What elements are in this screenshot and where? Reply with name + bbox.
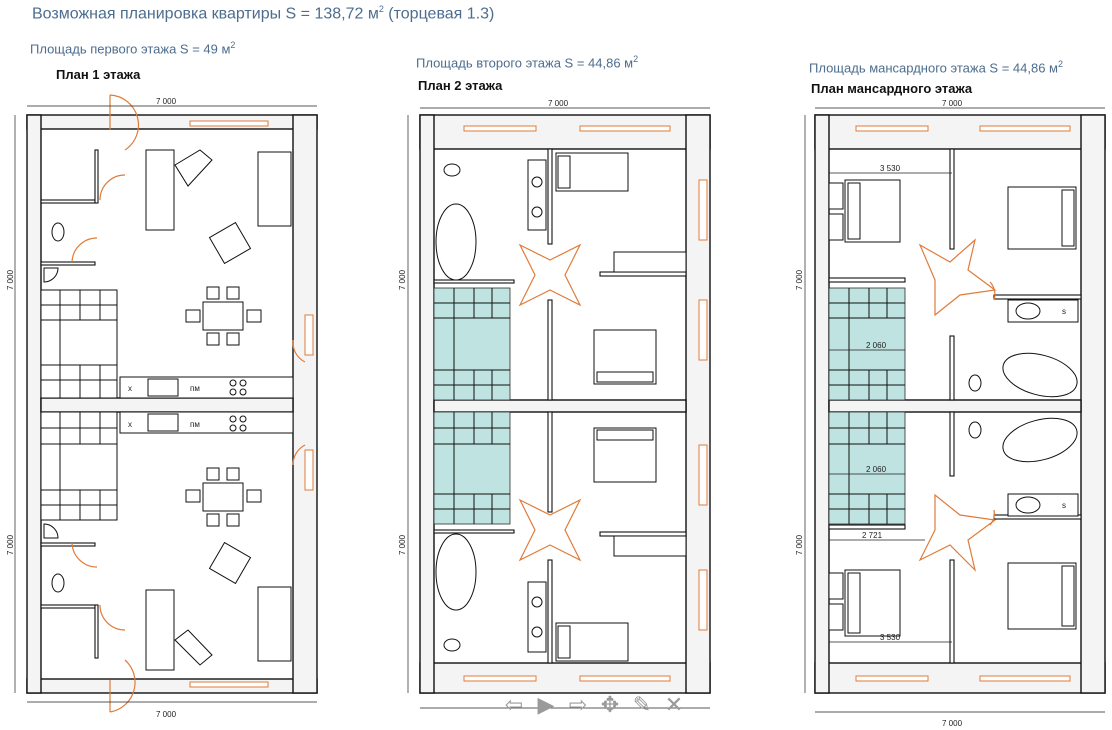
width-dimension: 7 000 (548, 99, 569, 108)
plan1-stairs (40, 289, 118, 521)
edit-icon[interactable]: ✎ (632, 692, 652, 717)
plan2-bathrooms (435, 159, 547, 653)
height-dimension: 7 000 (795, 269, 804, 290)
height-dimension: 7 000 (795, 534, 804, 555)
plan3: s s 7 000 7 000 7 000 7 000 3 530 2 060 … (795, 99, 1106, 728)
inner-dimension: 3 530 (880, 164, 901, 173)
width-dimension: 7 000 (156, 97, 177, 106)
plan1-kitchen: х пм х пм (119, 376, 294, 434)
inner-dimension: 3 530 (880, 633, 901, 642)
bottom-dimension: 7 000 (942, 719, 963, 728)
plan3-doors (918, 238, 997, 572)
inner-dimension: 2 721 (862, 531, 883, 540)
plan2-area-title: Площадь второго этажа S = 44,86 м2 (416, 54, 639, 71)
viewer-toolbar: ⇦ ▶ ⇨ ✥ ✎ ✕ (498, 688, 690, 722)
plan1-exterior-walls (26, 114, 318, 694)
plan1: х пм х пм (6, 94, 318, 719)
kitchen-label: пм (190, 384, 200, 393)
play-icon[interactable]: ▶ (537, 692, 555, 717)
kitchen-label: х (128, 384, 132, 393)
move-icon[interactable]: ✥ (600, 692, 620, 717)
plan3-area-title: Площадь мансардного этажа S = 44,86 м2 (809, 59, 1064, 76)
close-icon[interactable]: ✕ (664, 692, 684, 717)
height-dimension: 7 000 (398, 534, 407, 555)
plan3-interior-walls (828, 148, 1082, 664)
arrow-right-icon[interactable]: ⇨ (568, 692, 588, 717)
plan2-windows (463, 125, 708, 682)
plan2-beds (555, 152, 687, 662)
height-dimension: 7 000 (6, 534, 15, 555)
plan3-stairs (828, 287, 906, 525)
inner-dimension: 2 060 (866, 341, 887, 350)
plan1-windows (189, 120, 314, 688)
plan1-interior-walls (40, 149, 99, 659)
plan1-label: План 1 этажа (56, 67, 141, 82)
plan2-label: План 2 этажа (418, 78, 503, 93)
plan1-furniture (43, 149, 292, 671)
plan3-beds (828, 179, 1077, 637)
plan1-dimensions: 7 000 7 000 7 000 7 000 (6, 97, 317, 719)
plan3-exterior-walls (814, 114, 1106, 694)
plan1-doors (71, 94, 306, 713)
bottom-dimension: 7 000 (156, 710, 177, 719)
plan1-area-title: Площадь первого этажа S = 49 м2 (30, 40, 236, 57)
plan2: 7 000 7 000 7 000 (398, 99, 711, 709)
plan2-doors (518, 243, 582, 562)
basin-label: s (1062, 307, 1066, 316)
page-title: Возможная планировка квартиры S = 138,72… (32, 4, 495, 23)
plan3-bathrooms: s s (968, 299, 1079, 517)
inner-dimension: 2 060 (866, 465, 887, 474)
kitchen-label: пм (190, 420, 200, 429)
plan2-stairs (433, 287, 511, 525)
arrow-left-icon[interactable]: ⇦ (504, 692, 524, 717)
plan2-interior-walls (433, 148, 687, 664)
width-dimension: 7 000 (942, 99, 963, 108)
height-dimension: 7 000 (398, 269, 407, 290)
plan3-windows (855, 125, 1071, 682)
plan3-label: План мансардного этажа (811, 81, 973, 96)
basin-label: s (1062, 501, 1066, 510)
plan2-dimensions: 7 000 7 000 7 000 (398, 99, 710, 709)
kitchen-label: х (128, 420, 132, 429)
height-dimension: 7 000 (6, 269, 15, 290)
plan3-dimensions: 7 000 7 000 7 000 7 000 3 530 2 060 2 06… (795, 99, 1105, 728)
